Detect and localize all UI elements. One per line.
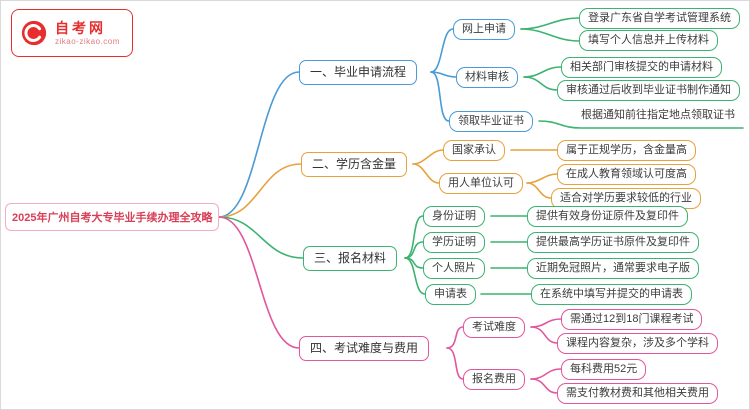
leaf-id-original-copy: 提供有效身份证原件及复印件 — [527, 206, 688, 228]
node-material-review: 材料审核 — [456, 67, 518, 89]
logo-domain: zikao-zikao.com — [55, 37, 120, 47]
node-application-form: 申请表 — [425, 284, 476, 306]
leaf-textbook-other-fees: 需支付教材费和其他相关费用 — [557, 383, 718, 405]
node-state-recognition: 国家承认 — [443, 140, 505, 162]
leaf-photo-requirement: 近期免冠照片，通常要求电子版 — [527, 258, 699, 280]
leaf-education-original-copy: 提供最高学历证书原件及复印件 — [527, 232, 699, 254]
leaf-formal-degree: 属于正规学历，含金量高 — [557, 140, 696, 162]
leaf-fill-info-upload: 填写个人信息并上传材料 — [579, 30, 718, 52]
node-personal-photo: 个人照片 — [423, 258, 485, 280]
leaf-fee-per-subject: 每科费用52元 — [561, 359, 647, 381]
logo-title: 自考网 — [55, 19, 106, 36]
node-education-proof: 学历证明 — [423, 232, 485, 254]
leaf-collect-certificate: 根据通知前往指定地点领取证书 — [581, 109, 735, 121]
leaf-login-system: 登录广东省自学考试管理系统 — [579, 8, 740, 30]
zikao-logo-icon — [21, 20, 47, 46]
branch-degree-value: 二、学历含金量 — [301, 152, 408, 177]
node-registration-fee: 报名费用 — [463, 369, 525, 391]
leaf-department-review: 相关部门审核提交的申请材料 — [561, 57, 722, 79]
mindmap-root: 2025年广州自考大专毕业手续办理全攻略 — [5, 203, 220, 231]
leaf-adult-education-recognition: 在成人教育领域认可度高 — [557, 164, 696, 186]
leaf-review-notice: 审核通过后收到毕业证书制作通知 — [557, 80, 740, 102]
branch-graduation-process: 一、毕业申请流程 — [299, 60, 418, 85]
leaf-course-complexity: 课程内容复杂，涉及多个学科 — [557, 333, 718, 355]
site-logo: 自考网 zikao-zikao.com — [11, 9, 133, 57]
connectors-branch-difficulty-fees — [218, 216, 562, 394]
leaf-course-count: 需通过12到18门课程考试 — [561, 309, 703, 331]
leaf-low-requirement-industries: 适合对学历要求较低的行业 — [551, 188, 701, 210]
branch-difficulty-fees: 四、考试难度与费用 — [299, 336, 430, 361]
node-receive-diploma: 领取毕业证书 — [449, 111, 533, 133]
branch-registration-materials: 三、报名材料 — [303, 246, 398, 271]
node-id-proof: 身份证明 — [423, 206, 485, 228]
node-employer-recognition: 用人单位认可 — [439, 173, 523, 195]
leaf-form-submitted-in-system: 在系统中填写并提交的申请表 — [531, 284, 692, 306]
node-exam-difficulty: 考试难度 — [463, 317, 525, 339]
node-online-application: 网上申请 — [453, 19, 515, 41]
